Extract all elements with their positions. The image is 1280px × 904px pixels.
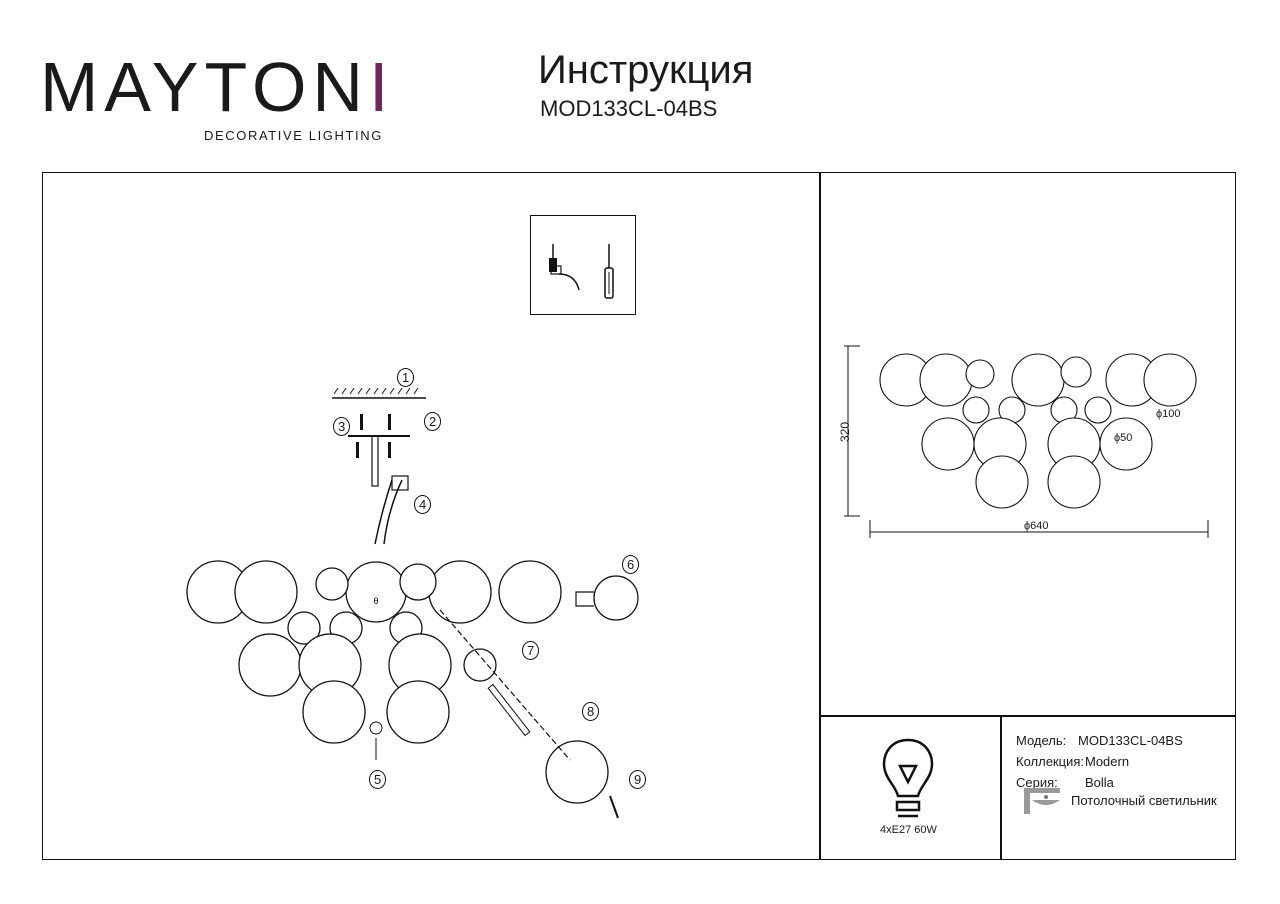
logo-text-main: MAYTON: [40, 48, 369, 126]
spec-collection-label: Коллекция:: [1016, 754, 1084, 769]
logo-accent-letter: I: [369, 48, 395, 126]
page-title: Инструкция: [538, 48, 754, 92]
screwdriver-icon: [604, 244, 614, 299]
step-9-label: 9: [629, 770, 647, 789]
step-5-label: 5: [369, 770, 387, 789]
step-2-label: 2: [424, 412, 442, 431]
bulb-spec: 4xE27 60W: [880, 824, 937, 836]
spec-model-value: MOD133CL-04BS: [1078, 733, 1183, 748]
spec-model-label: Модель:: [1016, 733, 1067, 748]
step-8-label: 8: [582, 702, 600, 721]
spec-collection-value: Modern: [1085, 754, 1130, 769]
step-7-label: 7: [522, 641, 540, 660]
ceiling-lamp-icon: [1024, 788, 1060, 814]
model-code: MOD133CL-04BS: [540, 96, 718, 121]
spec-series-label: Серия:: [1016, 775, 1058, 790]
step-1-label: 1: [397, 368, 415, 387]
dimension-drawing: [844, 345, 1209, 538]
brand-logo: MAYTONI: [40, 52, 394, 122]
instruction-frame: [42, 172, 1236, 860]
dimension-height: 320: [838, 421, 852, 442]
spec-series-value: Bolla: [1085, 775, 1114, 790]
assembly-diagram: θ: [186, 387, 639, 819]
step-6-label: 6: [622, 555, 640, 574]
tools-box: [530, 215, 636, 315]
dimension-width: ϕ640: [1024, 520, 1049, 532]
step-3-label: 3: [333, 417, 351, 436]
spec-type-value: Потолочный светильник: [1071, 793, 1217, 808]
dimension-ball-small: ϕ50: [1114, 432, 1133, 444]
bulb-icon: [882, 738, 934, 818]
step-4-label: 4: [414, 495, 432, 514]
brand-tagline: DECORATIVE LIGHTING: [204, 128, 383, 143]
drill-icon: [549, 244, 580, 291]
dimension-ball-large: ϕ100: [1156, 408, 1181, 420]
svg-text:θ: θ: [373, 596, 378, 606]
